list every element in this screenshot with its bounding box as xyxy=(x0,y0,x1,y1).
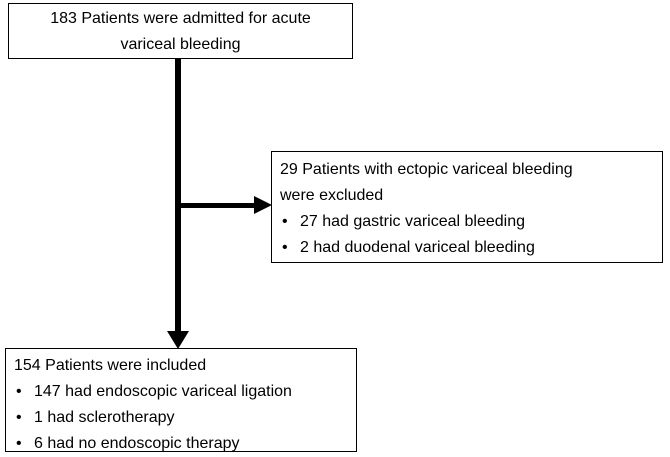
bullet-icon: • xyxy=(16,435,22,452)
excluded-line-1: 29 Patients with ectopic variceal bleedi… xyxy=(280,161,573,178)
bullet-icon: • xyxy=(282,239,288,256)
arrowhead-down-icon xyxy=(167,331,189,349)
included-bullet-3: • 6 had no endoscopic therapy xyxy=(14,431,356,457)
included-bullet-2-label: 1 had sclerotherapy xyxy=(34,409,175,426)
connector-vertical-trunk xyxy=(175,58,181,332)
excluded-bullet-1-label: 27 had gastric variceal bleeding xyxy=(300,213,526,230)
flow-node-excluded: 29 Patients with ectopic variceal bleedi… xyxy=(271,151,663,263)
excluded-bullet-2-label: 2 had duodenal variceal bleeding xyxy=(300,239,535,256)
included-bullet-1-label: 147 had endoscopic variceal ligation xyxy=(34,383,292,400)
included-bullet-2: • 1 had sclerotherapy xyxy=(14,405,356,431)
bullet-icon: • xyxy=(282,213,288,230)
included-bullet-1: • 147 had endoscopic variceal ligation xyxy=(14,379,356,405)
enrolled-line-2: variceal bleeding xyxy=(120,36,241,53)
arrowhead-right-icon xyxy=(254,196,272,214)
flow-node-enrolled: 183 Patients were admitted for acute var… xyxy=(8,3,353,59)
excluded-bullet-2: • 2 had duodenal variceal bleeding xyxy=(280,235,662,261)
included-line-1: 154 Patients were included xyxy=(14,357,207,374)
excluded-bullet-1: • 27 had gastric variceal bleeding xyxy=(280,209,662,235)
bullet-icon: • xyxy=(16,383,22,400)
flow-node-included: 154 Patients were included • 147 had end… xyxy=(5,348,357,452)
connector-horizontal-branch xyxy=(178,203,261,208)
bullet-icon: • xyxy=(16,409,22,426)
excluded-line-2: were excluded xyxy=(280,187,384,204)
included-bullet-3-label: 6 had no endoscopic therapy xyxy=(34,435,240,452)
enrolled-line-1: 183 Patients were admitted for acute xyxy=(50,10,311,27)
